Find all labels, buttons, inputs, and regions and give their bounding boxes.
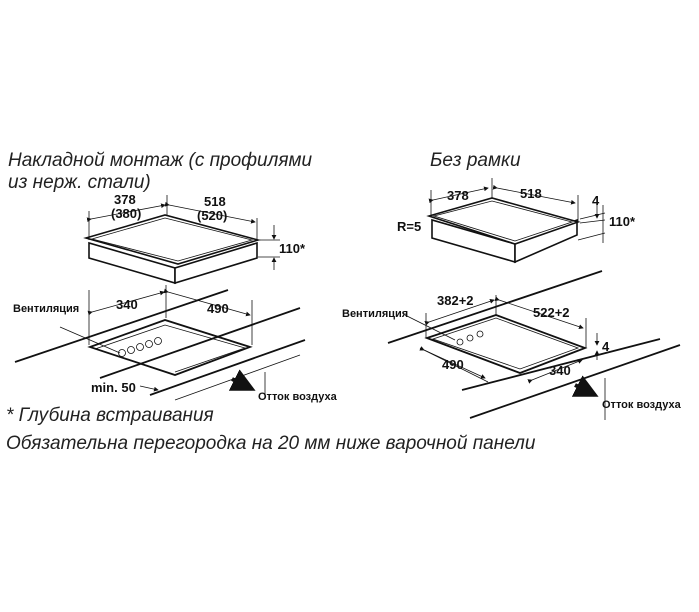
- left-cutout-width: 340: [116, 297, 138, 312]
- right-ventilation-label: Вентиляция: [342, 308, 408, 320]
- left-airflow-label: Отток воздуха: [258, 391, 338, 403]
- right-dim-depth: 518: [520, 186, 542, 201]
- left-dim-height: 110*: [279, 241, 306, 256]
- right-flush-mount: Без рамки 378 518 R=5 4 110* 382+2 522+2…: [342, 150, 682, 420]
- left-cutout-drawing: [14, 285, 306, 401]
- left-title-line1: Накладной монтаж (с профилями: [8, 150, 313, 171]
- left-min-gap: min. 50: [91, 380, 136, 395]
- right-cutout-width: 382+2: [437, 293, 474, 308]
- right-cutout-drawing: [387, 270, 681, 420]
- right-dim-edge: 4: [592, 193, 600, 208]
- right-cutout-depth: 522+2: [533, 305, 570, 320]
- partition-note: Обязательна перегородка на 20 мм ниже ва…: [6, 433, 536, 454]
- right-hob-drawing: [426, 178, 606, 264]
- left-dim-width: 378: [114, 192, 136, 207]
- right-radius: R=5: [397, 219, 421, 234]
- right-dim-height: 110*: [609, 214, 636, 229]
- right-rebate: 4: [602, 339, 610, 354]
- left-dim-depth-alt: (520): [197, 208, 227, 223]
- left-ventilation-label: Вентиляция: [13, 303, 79, 315]
- left-surface-mount: Накладной монтаж (с профилями из нерж. с…: [8, 150, 338, 403]
- left-hob-drawing: [83, 195, 280, 285]
- right-dim-width: 378: [447, 188, 469, 203]
- right-airflow-label: Отток воздуха: [602, 399, 682, 411]
- left-dim-depth: 518: [204, 194, 226, 209]
- right-title: Без рамки: [430, 150, 521, 171]
- right-inner-width: 340: [549, 363, 571, 378]
- left-cutout-depth: 490: [207, 301, 229, 316]
- left-title-line2: из нерж. стали): [8, 172, 151, 193]
- right-inner-depth: 490: [442, 357, 464, 372]
- footnote: * Глубина встраивания: [6, 405, 214, 426]
- left-dim-width-alt: (380): [111, 206, 141, 221]
